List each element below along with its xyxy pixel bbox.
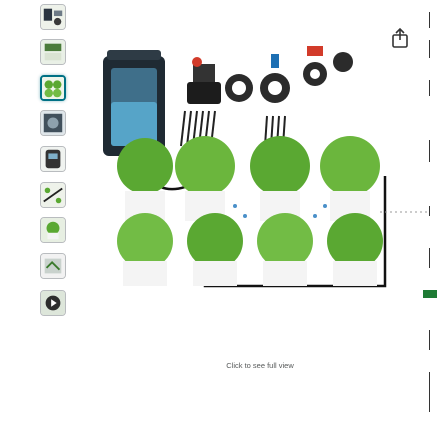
thumbnail-3[interactable]	[40, 75, 66, 101]
thumbnail-7[interactable]	[40, 217, 66, 243]
pump-accessories	[187, 46, 353, 104]
green-indicator	[423, 290, 437, 298]
thumbnail-strip	[40, 2, 70, 332]
share-icon[interactable]	[390, 27, 410, 49]
water-tank	[103, 50, 165, 156]
thumbnail-4[interactable]	[40, 110, 66, 136]
thumbnail-1[interactable]	[40, 4, 66, 30]
thumbnail-5[interactable]	[40, 146, 66, 172]
thumbnail-2[interactable]	[40, 39, 66, 65]
water-droplets	[233, 204, 327, 218]
dashed-line	[380, 211, 430, 213]
thumbnail-8[interactable]	[40, 253, 66, 279]
full-view-caption[interactable]: Click to see full view	[226, 361, 294, 370]
main-product-image[interactable]	[85, 16, 415, 306]
right-clipped-strip	[423, 0, 439, 432]
plant-row-bottom	[117, 213, 383, 286]
thumbnail-6[interactable]	[40, 182, 66, 208]
thumbnail-9[interactable]	[40, 290, 66, 316]
